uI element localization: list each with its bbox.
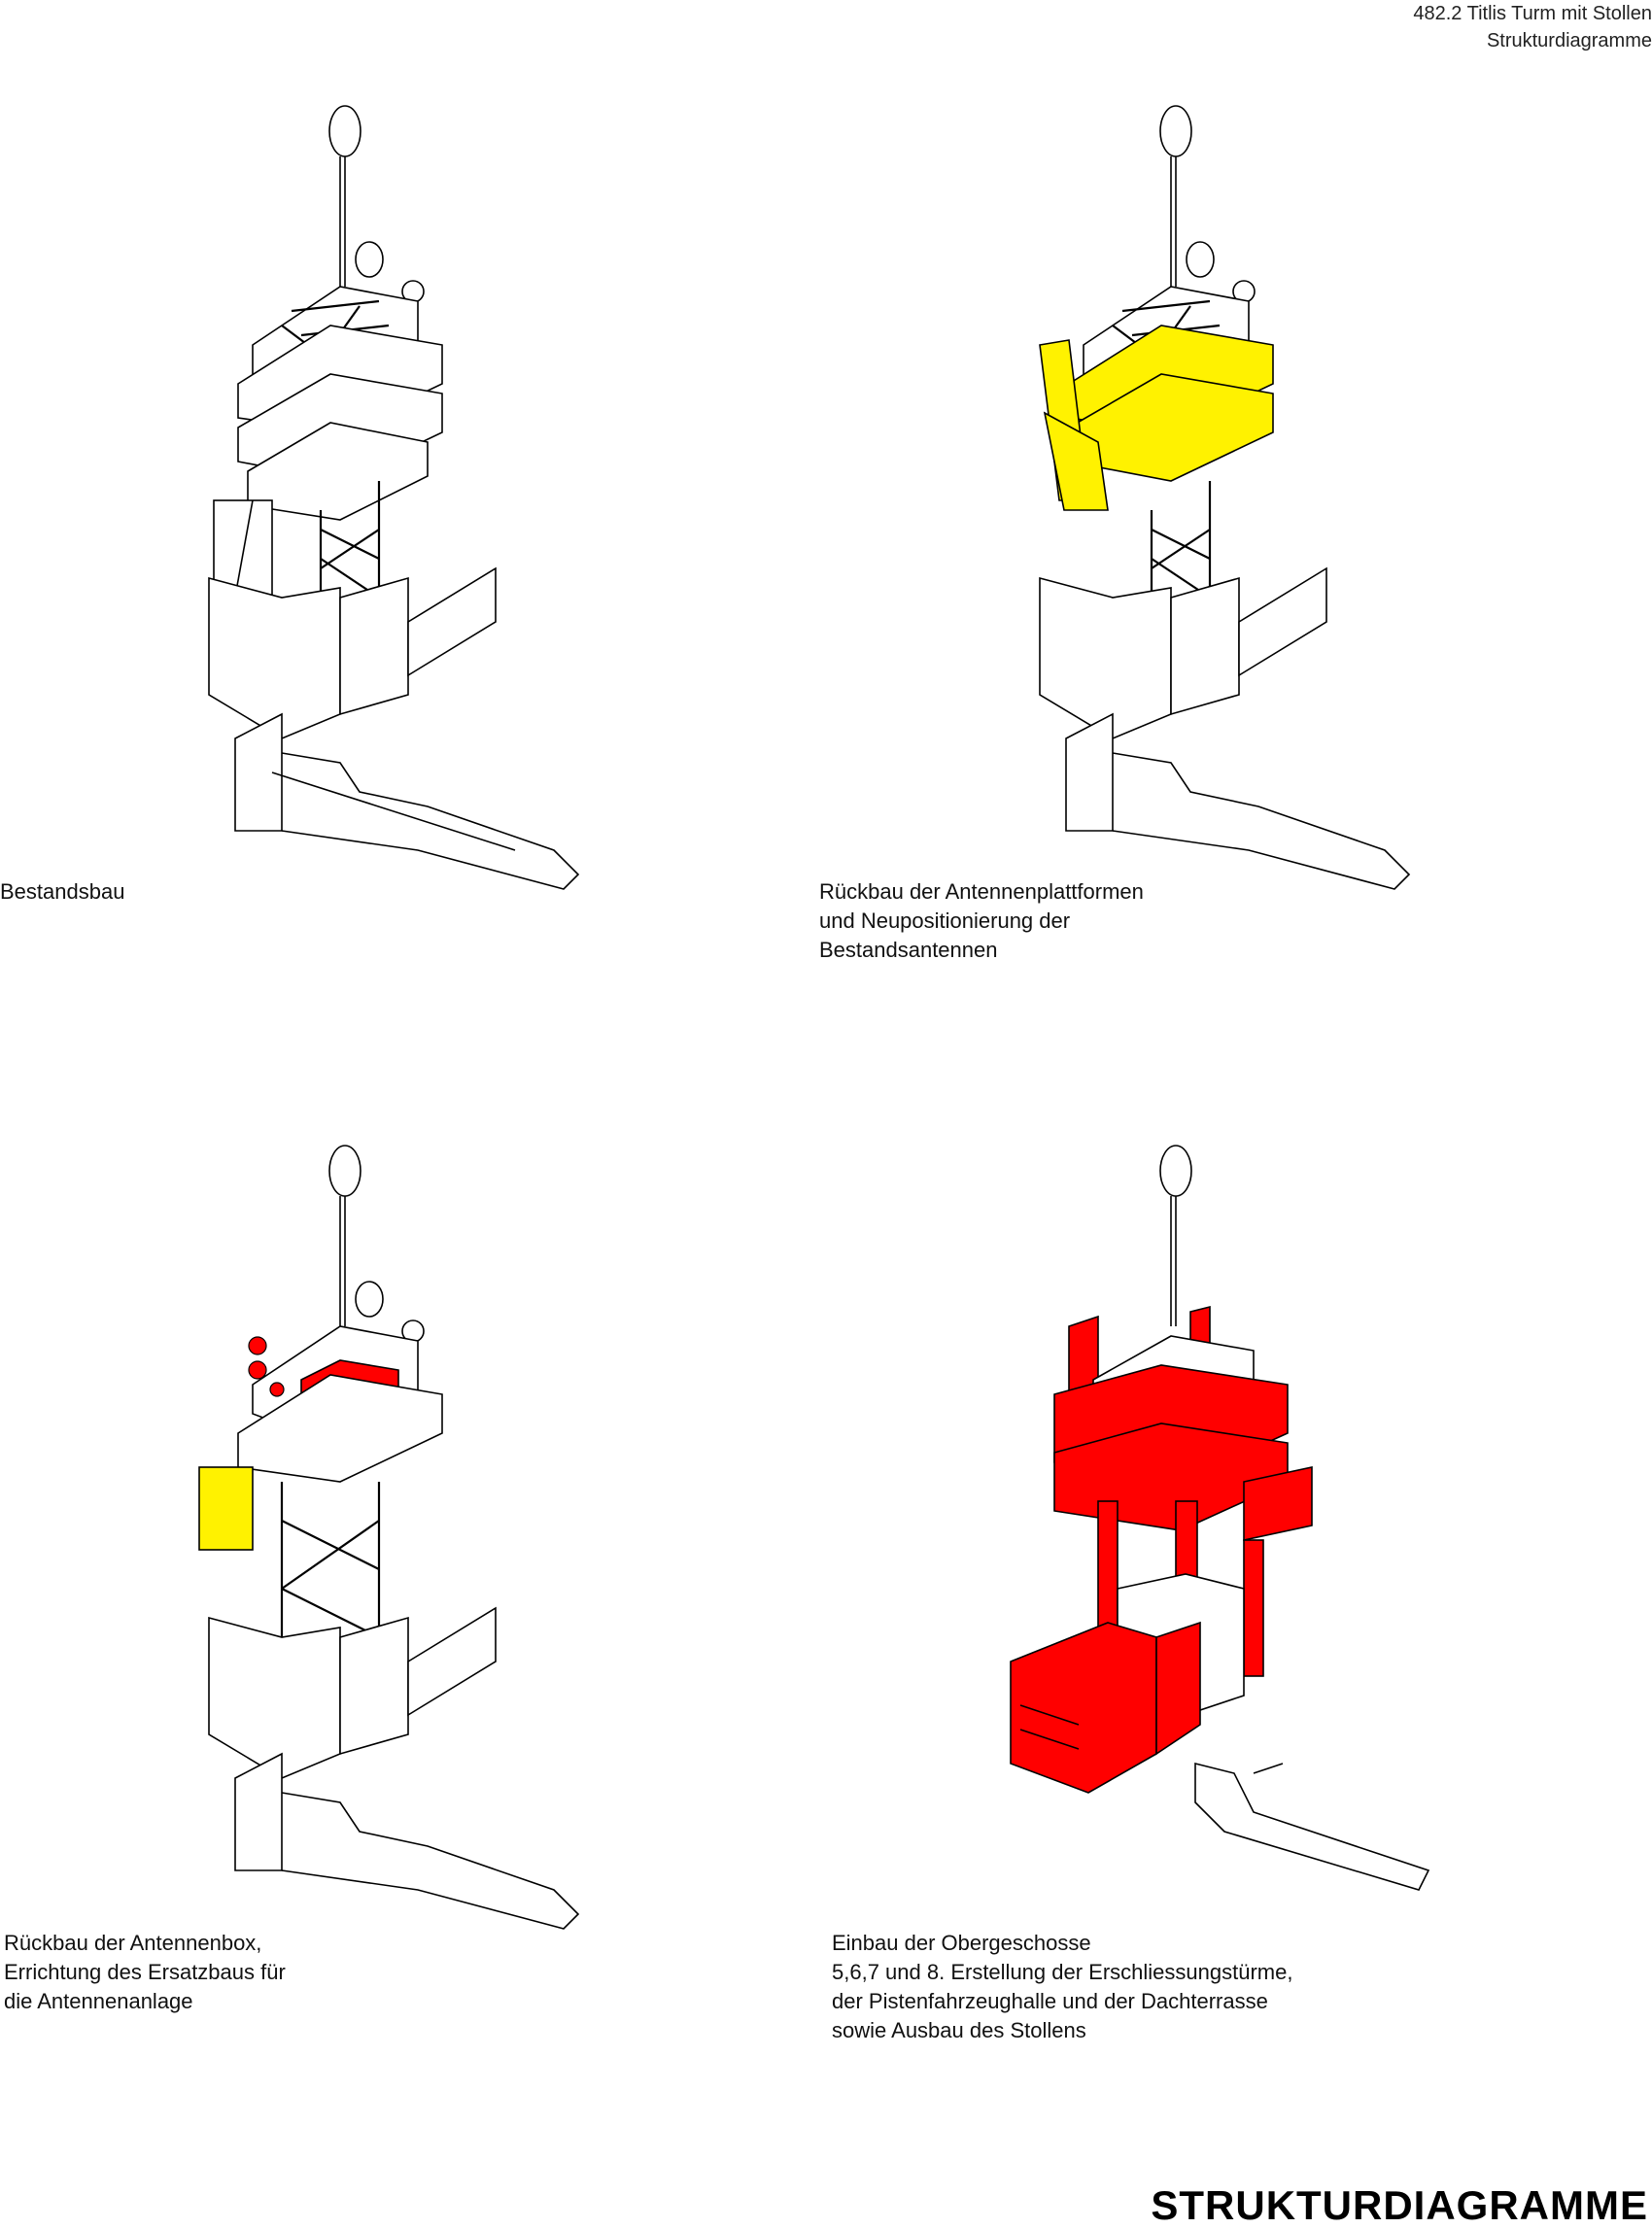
tower-drawing: [198, 1145, 580, 1930]
document-header: 482.2 Titlis Turm mit Stollen Strukturdi…: [1413, 0, 1652, 54]
caption-platform-removal: Rückbau der Antennenplattformen und Neup…: [819, 879, 1144, 962]
diagram-existing-tower: [208, 105, 580, 890]
tower-drawing: [208, 105, 580, 890]
sheet-title: STRUKTURDIAGRAMME: [1151, 2182, 1648, 2228]
tower-drawing: [1010, 1145, 1430, 1891]
caption-antenna-box-removal: Rückbau der Antennenbox, Errichtung des …: [4, 1931, 286, 2013]
tower-drawing: [1039, 105, 1411, 890]
diagram-new-floors: [1010, 1145, 1430, 1891]
caption-new-floors: Einbau der Obergeschosse 5,6,7 und 8. Er…: [832, 1931, 1293, 2042]
diagram-platform-removal: [1039, 105, 1411, 890]
diagram-antenna-box-removal: [198, 1145, 580, 1930]
caption-existing-building: Bestandsbau: [0, 879, 125, 904]
project-title: 482.2 Titlis Turm mit Stollen: [1413, 3, 1652, 24]
document-subtitle: Strukturdiagramme: [1486, 30, 1652, 51]
